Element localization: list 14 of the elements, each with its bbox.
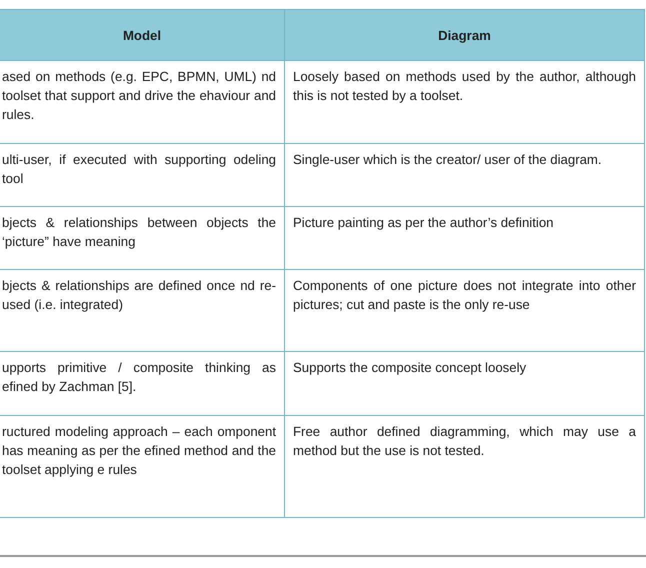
table-cell: Picture painting as per the author’s definition: [284, 206, 644, 270]
table-cell: Loosely based on methods used by the author, although this is not tested by a toolset.: [284, 60, 644, 144]
table-cell: bjects & relationships are defined once nd re-used (i.e. integrated): [0, 270, 284, 352]
table-cell: upports primitive / composite thinking as efined by Zachman [5].: [0, 352, 284, 416]
column-header: Diagram: [284, 10, 644, 60]
table-cell: Single-user which is the creator/ user of the diagram.: [284, 144, 644, 206]
table-cell: Free author defined diagramming, which may use a method but the use is not tested.: [284, 416, 644, 518]
table-cell: ulti-user, if executed with supporting odeling tool: [0, 144, 284, 206]
table-cell: bjects & relationships between objects the ‘picture” have meaning: [0, 206, 284, 270]
table-cell: Components of one picture does not integrate into other pictures; cut and paste is the only re-use: [284, 270, 644, 352]
column-header: Model: [0, 10, 284, 60]
table-cell: Supports the composite concept loosely: [284, 352, 644, 416]
table-cell: ructured modeling approach – each omponent has meaning as per the efined method and the toolset applying e rules: [0, 416, 284, 518]
table-cell: ased on methods (e.g. EPC, BPMN, UML) nd toolset that support and drive the ehaviour and rules.: [0, 60, 284, 144]
